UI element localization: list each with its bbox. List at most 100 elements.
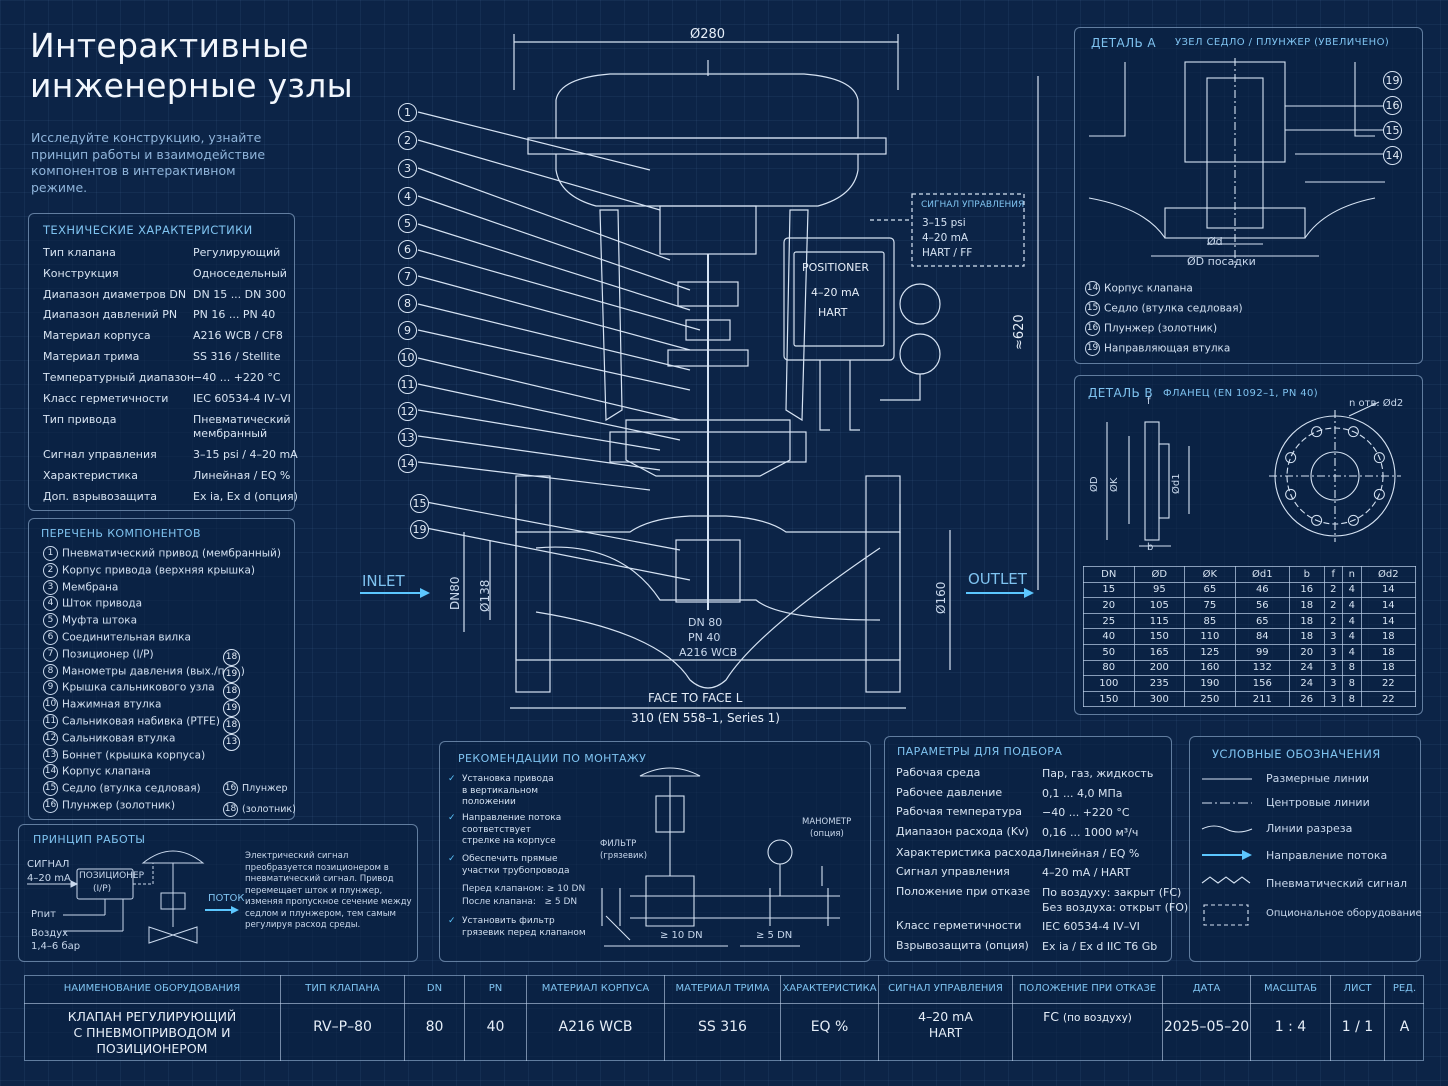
component-side-number[interactable]: 19 <box>223 700 240 717</box>
legend-item: Линии разреза <box>1266 822 1353 835</box>
flange-table-cell: 160 <box>1184 659 1236 677</box>
before-label: Перед клапаном: ≥ 10 DN <box>462 884 586 894</box>
drawing-callout-3[interactable]: 3 <box>398 159 417 178</box>
drawing-callout-9[interactable]: 9 <box>398 321 417 340</box>
drawing-callout-4[interactable]: 4 <box>398 187 417 206</box>
detail-a-callout-16[interactable]: 16 <box>1383 96 1402 115</box>
component-side-item[interactable]: 18(золотник) <box>223 802 296 817</box>
selection-value: 4–20 mA / HART <box>1042 865 1130 880</box>
components-title: ПЕРЕЧЕНЬ КОМПОНЕНТОВ <box>41 527 201 540</box>
flange-table-cell: 18 <box>1360 643 1417 661</box>
component-side-number[interactable]: 19 <box>223 666 240 683</box>
title-block <box>24 975 1424 1061</box>
legend-item: Размерные линии <box>1266 772 1370 785</box>
flange-table-cell: 2 <box>1323 581 1344 599</box>
drawing-callout-1[interactable]: 1 <box>398 103 417 122</box>
spec-value: DN 15 ... DN 300 <box>193 288 286 301</box>
flange-table-cell: 16 <box>1288 581 1325 599</box>
principle-panel: ПРИНЦИП РАБОТЫ СИГНАЛ 4–20 mA ПОЗИЦИОНЕР… <box>18 824 418 962</box>
drawing-callout-19[interactable]: 19 <box>410 520 429 539</box>
flange-table-cell: 4 <box>1342 643 1362 661</box>
positioner-signal: 4–20 mA <box>811 286 860 299</box>
drawing-callout-5[interactable]: 5 <box>398 214 417 233</box>
drawing-callout-12[interactable]: 12 <box>398 402 417 421</box>
mounting-item-line: Установка привода <box>462 774 554 784</box>
inlet-label: INLET <box>362 572 405 590</box>
inlet-arrowhead-icon <box>420 588 430 598</box>
component-number: 18 <box>223 802 238 817</box>
page-title: Интерактивные инженерные узлы <box>30 26 353 106</box>
drawing-callout-11[interactable]: 11 <box>398 375 417 394</box>
bolt-hole <box>1347 426 1359 438</box>
drawing-callout-10[interactable]: 10 <box>398 348 417 367</box>
detail-a-callout-19[interactable]: 19 <box>1383 71 1402 90</box>
component-side-number[interactable]: 18 <box>223 717 240 734</box>
spec-key: Сигнал управления <box>43 448 157 461</box>
flange-table-cell: 18 <box>1288 612 1325 630</box>
component-side-number[interactable]: 18 <box>223 649 240 666</box>
spec-value: Односедельный <box>193 267 287 280</box>
title-block-value-line-2: (по воздуху) <box>1062 1012 1132 1024</box>
flange-table-cell: 26 <box>1288 690 1325 708</box>
selection-value-line: Линейная / EQ % <box>1042 847 1140 860</box>
component-side-number[interactable]: 18 <box>223 683 240 700</box>
component-label: Корпус привода (верхняя крышка) <box>62 564 255 577</box>
flange-table-cell: 14 <box>1360 581 1417 599</box>
manometer-icon <box>767 839 793 865</box>
component-number: 2 <box>43 562 58 578</box>
drawing-callout-6[interactable]: 6 <box>398 240 417 259</box>
component-number: 16 <box>43 798 58 813</box>
detail-a-callout-14[interactable]: 14 <box>1383 146 1402 165</box>
flange-table-header-cell: f <box>1323 566 1344 583</box>
component-item[interactable]: 2 Корпус привода (верхняя крышка) <box>43 562 255 578</box>
body-material-label: A216 WCB <box>679 646 738 659</box>
positioner-label: ПОЗИЦИОНЕР <box>79 871 145 881</box>
selection-value-line: Ex ia / Ex d IIC T6 Gb <box>1042 940 1158 953</box>
drawing-callout-13[interactable]: 13 <box>398 428 417 447</box>
flange-table-cell: 3 <box>1323 690 1344 708</box>
signal-box-line: HART / FF <box>922 247 973 259</box>
drawing-callout-2[interactable]: 2 <box>398 131 417 150</box>
detail-b-drawing <box>1106 401 1401 547</box>
drawing-callout-8[interactable]: 8 <box>398 294 417 313</box>
flange-table-cell: 3 <box>1323 643 1344 661</box>
drawing-callout-14[interactable]: 14 <box>398 454 417 473</box>
flange-table-cell: 99 <box>1234 643 1290 661</box>
selection-value: Пар, газ, жидкость <box>1042 766 1153 781</box>
drawing-callout-7[interactable]: 7 <box>398 267 417 286</box>
detail-a-callout-15[interactable]: 15 <box>1383 121 1402 140</box>
component-number: 6 <box>43 630 58 645</box>
bolt-hole <box>1373 452 1385 464</box>
spec-key: Конструкция <box>43 267 119 280</box>
spec-value: Ex ia, Ex d (опция) <box>193 490 298 503</box>
positioner-housing <box>783 237 895 361</box>
drawing-callout-15[interactable]: 15 <box>410 494 429 513</box>
component-side-number[interactable]: 13 <box>223 734 240 751</box>
component-label: Нажимная втулка <box>62 698 162 711</box>
